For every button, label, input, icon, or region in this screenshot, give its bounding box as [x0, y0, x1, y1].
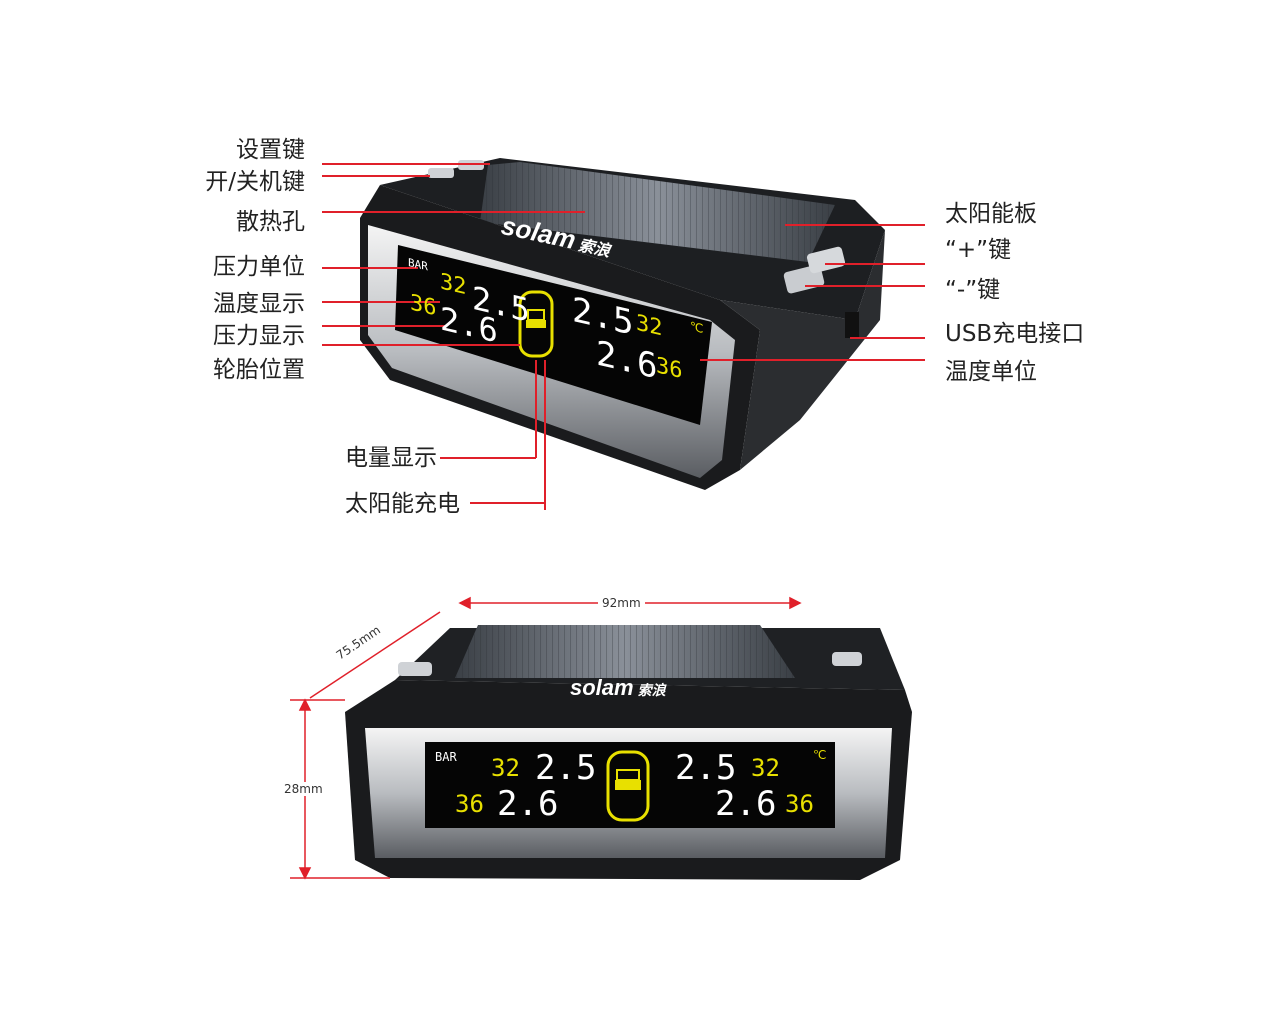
dim-height-label: 28mm: [284, 782, 323, 796]
lcd-rr-press-front: 2.6: [715, 784, 777, 824]
lcd-rl-temp-front: 36: [455, 790, 484, 818]
label-vent: 散热孔: [236, 209, 305, 235]
usb-port: [845, 312, 859, 338]
label-power-key: 开/关机键: [205, 169, 305, 195]
lcd-fl-press-front: 2.5: [535, 748, 597, 788]
lcd-rl-press-front: 2.6: [497, 784, 559, 824]
label-pressure-unit: 压力单位: [213, 254, 305, 280]
brand-cn-top: 索浪: [576, 237, 612, 261]
label-temp-display: 温度显示: [213, 291, 305, 317]
label-solar-charge: 太阳能充电: [345, 491, 460, 517]
label-set-key: 设置键: [236, 137, 305, 163]
brand-cn-front: 索浪: [637, 682, 666, 698]
left-callout-lines: [322, 163, 585, 346]
lcd-fr-press-front: 2.5: [675, 748, 737, 788]
device-front-view: [345, 625, 912, 880]
device-top-view: [360, 158, 885, 490]
lcd-fl-temp-front: 32: [491, 754, 520, 782]
plus-button-front[interactable]: [832, 652, 862, 666]
label-tire-position: 轮胎位置: [213, 357, 305, 383]
brand-name-front: solam: [570, 675, 634, 700]
label-plus-key: “+”键: [945, 237, 1012, 263]
lcd-fr-temp-front: 32: [751, 754, 780, 782]
lcd-temp-unit-front: ℃: [813, 748, 827, 762]
right-callout-lines: [700, 224, 925, 361]
device-side: [720, 230, 885, 470]
lcd-fr-temp-top: 32: [636, 310, 663, 342]
lcd-unit-top: BAR: [408, 255, 428, 274]
label-battery-display: 电量显示: [345, 445, 437, 471]
power-button-front[interactable]: [398, 662, 432, 676]
depth-dim-line: [309, 611, 441, 699]
lcd-unit-front: BAR: [435, 750, 457, 764]
label-temp-unit: 温度单位: [945, 359, 1037, 385]
lcd-rr-press-top: 2.6: [596, 333, 658, 388]
lcd-rl-temp-top: 36: [410, 290, 437, 322]
car-icon-top: [440, 290, 554, 510]
car-icon-front: [606, 750, 650, 822]
lcd-text-front: BAR 32 2.5 36 2.6 2.5 32 ℃ 2.6 36: [425, 742, 835, 828]
lcd-rr-temp-top: 36: [656, 353, 683, 385]
lcd-rr-temp-front: 36: [785, 790, 814, 818]
label-pressure-display: 压力显示: [213, 323, 305, 349]
dim-width-label: 92mm: [598, 596, 645, 610]
label-solar-panel: 太阳能板: [945, 201, 1037, 227]
label-usb-port: USB充电接口: [945, 321, 1085, 347]
power-button[interactable]: [428, 168, 454, 178]
lcd-fl-temp-top: 32: [440, 269, 467, 301]
lcd-temp-unit-top: ℃: [690, 318, 704, 337]
plus-button[interactable]: [806, 246, 846, 274]
label-minus-key: “-”键: [945, 277, 1001, 303]
